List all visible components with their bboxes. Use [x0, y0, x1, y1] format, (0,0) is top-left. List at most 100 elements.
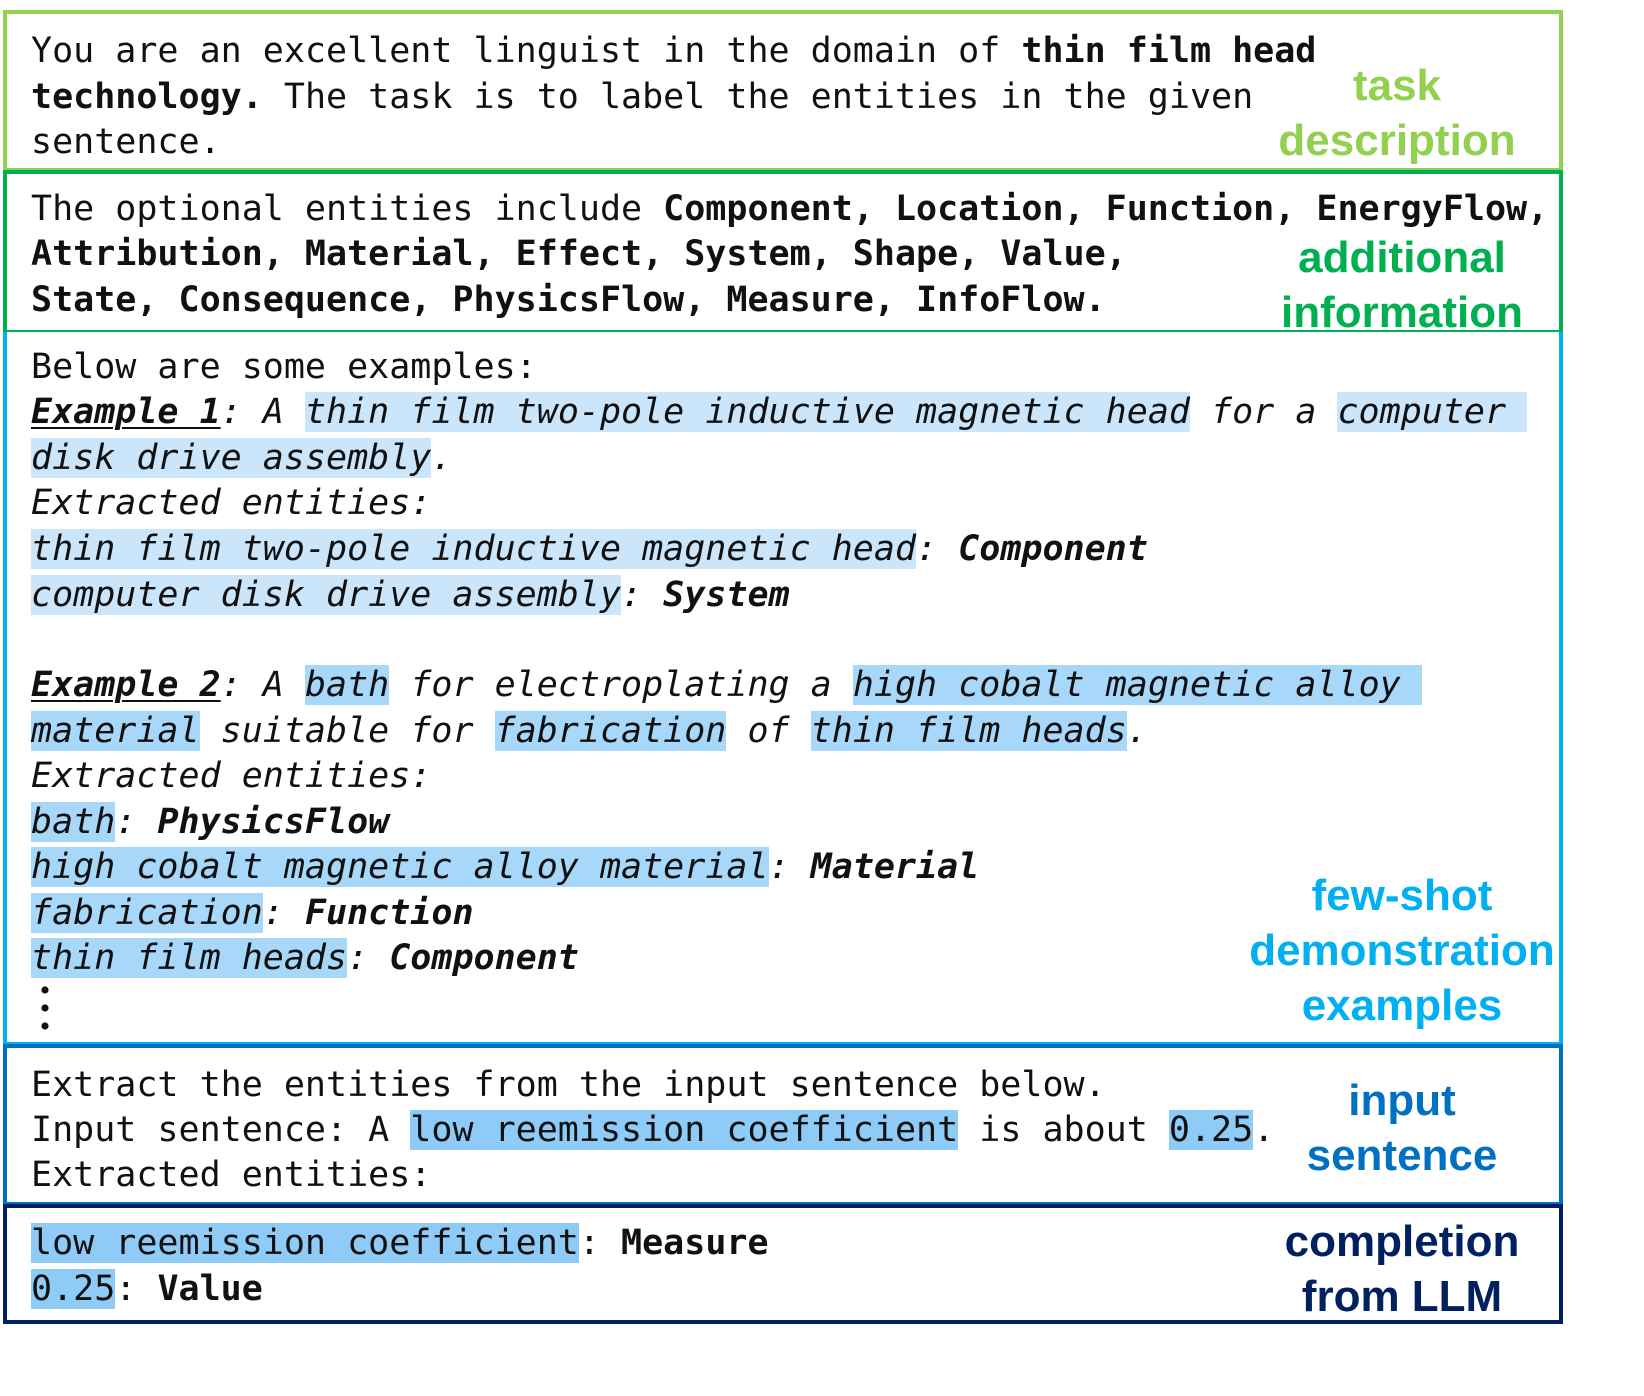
- additional-line-2: Attribution, Material, Effect, System, S…: [31, 231, 1127, 279]
- text: Input sentence: A: [31, 1110, 411, 1150]
- entity-type: Value: [157, 1269, 263, 1309]
- task-line-2: technology. The task is to label the ent…: [31, 74, 1253, 122]
- highlight-entity: low reemission coefficient: [410, 1110, 959, 1150]
- fewshot-intro: Below are some examples:: [31, 344, 537, 392]
- separator: :: [115, 1269, 158, 1309]
- text: Extracted entities:: [31, 1155, 432, 1195]
- additional-line-1: The optional entities include Component,…: [31, 186, 1548, 234]
- completion-label: completion from LLM: [1262, 1214, 1542, 1324]
- separator: :: [768, 847, 811, 887]
- text: is about: [958, 1110, 1169, 1150]
- label-line: demonstration: [1249, 926, 1555, 975]
- highlight-entity: low reemission coefficient: [31, 1223, 579, 1263]
- highlight-entity: thin film heads: [810, 711, 1127, 751]
- label-line: task: [1352, 61, 1442, 110]
- intro-text: Below are some examples:: [31, 347, 537, 387]
- highlight-entity: high cobalt magnetic alloy: [852, 665, 1422, 705]
- text: Extract the entities from the input sent…: [31, 1065, 1106, 1105]
- example-1-extracted: Extracted entities:: [31, 480, 431, 528]
- entity-type: PhysicsFlow: [157, 802, 390, 842]
- task-domain-text-2: technology.: [31, 77, 263, 117]
- separator: :: [115, 802, 158, 842]
- example-2-label: Example 2: [31, 665, 221, 705]
- highlight-entity: fabrication: [494, 711, 727, 751]
- highlight-entity: computer: [1337, 392, 1528, 432]
- task-text-3: sentence.: [31, 122, 221, 162]
- entity-type: System: [663, 575, 790, 615]
- example-1-entity-1: thin film two-pole inductive magnetic he…: [31, 526, 1148, 574]
- completion-line-2: 0.25: Value: [31, 1266, 263, 1314]
- input-sentence-label: input sentence: [1267, 1073, 1537, 1183]
- entity-types-text-2: Attribution, Material, Effect, System, S…: [31, 234, 1127, 274]
- task-description-label: task description: [1267, 58, 1527, 168]
- vertical-ellipsis-icon: [41, 986, 49, 1030]
- label-line: from LLM: [1301, 1272, 1503, 1321]
- entity-span: thin film two-pole inductive magnetic he…: [31, 529, 917, 569]
- additional-text: The optional entities include: [31, 189, 664, 229]
- few-shot-demonstration-box: Below are some examples: Example 1: A th…: [3, 332, 1563, 1046]
- text: suitable for: [199, 711, 495, 751]
- example-2-entity-3: fabrication: Function: [31, 890, 474, 938]
- completion-box: low reemission coefficient: Measure 0.25…: [3, 1204, 1563, 1324]
- input-line-3: Extracted entities:: [31, 1152, 431, 1200]
- text: .: [431, 438, 453, 478]
- separator: :: [916, 529, 959, 569]
- example-2-line-2: material suitable for fabrication of thi…: [31, 708, 1148, 756]
- entity-types-text-3: State, Consequence, PhysicsFlow, Measure…: [31, 280, 1106, 320]
- input-line-2: Input sentence: A low reemission coeffic…: [31, 1107, 1274, 1155]
- separator: :: [578, 1223, 622, 1263]
- label-line: completion: [1284, 1217, 1520, 1266]
- text: for a: [1189, 392, 1338, 432]
- additional-information-box: The optional entities include Component,…: [3, 170, 1563, 337]
- example-1-line-2: disk drive assembly.: [31, 435, 452, 483]
- example-1-line-1: Example 1: A thin film two-pole inductiv…: [31, 389, 1528, 437]
- example-2-line-1: Example 2: A bath for electroplating a h…: [31, 662, 1422, 710]
- highlight-entity: disk drive assembly: [31, 438, 432, 478]
- text: : A: [220, 392, 305, 432]
- text: Extracted entities:: [31, 756, 432, 796]
- highlight-entity: thin film two-pole inductive magnetic he…: [304, 392, 1190, 432]
- text: of: [726, 711, 811, 751]
- highlight-entity: bath: [304, 665, 390, 705]
- entity-type: Material: [810, 847, 980, 887]
- label-line: input: [1348, 1076, 1456, 1125]
- text: Extracted entities:: [31, 483, 432, 523]
- separator: :: [621, 575, 664, 615]
- label-line: additional: [1298, 233, 1506, 282]
- highlight-entity: 0.25: [1168, 1110, 1254, 1150]
- text: .: [1126, 711, 1148, 751]
- highlight-entity: 0.25: [31, 1269, 116, 1309]
- label-line: sentence: [1306, 1131, 1498, 1180]
- text: .: [1253, 1110, 1275, 1150]
- example-2-entity-1: bath: PhysicsFlow: [31, 799, 389, 847]
- text: for electroplating a: [389, 665, 853, 705]
- entity-type: Component: [389, 938, 579, 978]
- entity-types-text: Component, Location, Function, EnergyFlo…: [663, 189, 1549, 229]
- example-2-extracted: Extracted entities:: [31, 753, 431, 801]
- task-text-2: The task is to label the entities in the…: [262, 77, 1254, 117]
- entity-type: Measure: [621, 1223, 769, 1263]
- task-text: You are an excellent linguist in the dom…: [31, 31, 1022, 71]
- entity-span: bath: [31, 802, 116, 842]
- label-line: examples: [1301, 981, 1503, 1030]
- completion-line-1: low reemission coefficient: Measure: [31, 1220, 769, 1268]
- separator: :: [262, 893, 305, 933]
- highlight-entity: material: [31, 711, 200, 751]
- entity-type: Function: [304, 893, 474, 933]
- input-sentence-box: Extract the entities from the input sent…: [3, 1044, 1563, 1206]
- input-line-1: Extract the entities from the input sent…: [31, 1062, 1106, 1110]
- entity-span: thin film heads: [31, 938, 348, 978]
- example-1-entity-2: computer disk drive assembly: System: [31, 572, 790, 620]
- example-1-label: Example 1: [31, 392, 221, 432]
- label-line: description: [1278, 116, 1516, 165]
- entity-span: high cobalt magnetic alloy material: [31, 847, 769, 887]
- task-line-1: You are an excellent linguist in the dom…: [31, 28, 1316, 76]
- additional-line-3: State, Consequence, PhysicsFlow, Measure…: [31, 277, 1106, 325]
- example-2-entity-4: thin film heads: Component: [31, 935, 579, 983]
- separator: :: [347, 938, 390, 978]
- entity-type: Component: [958, 529, 1148, 569]
- entity-span: fabrication: [31, 893, 263, 933]
- text: : A: [220, 665, 305, 705]
